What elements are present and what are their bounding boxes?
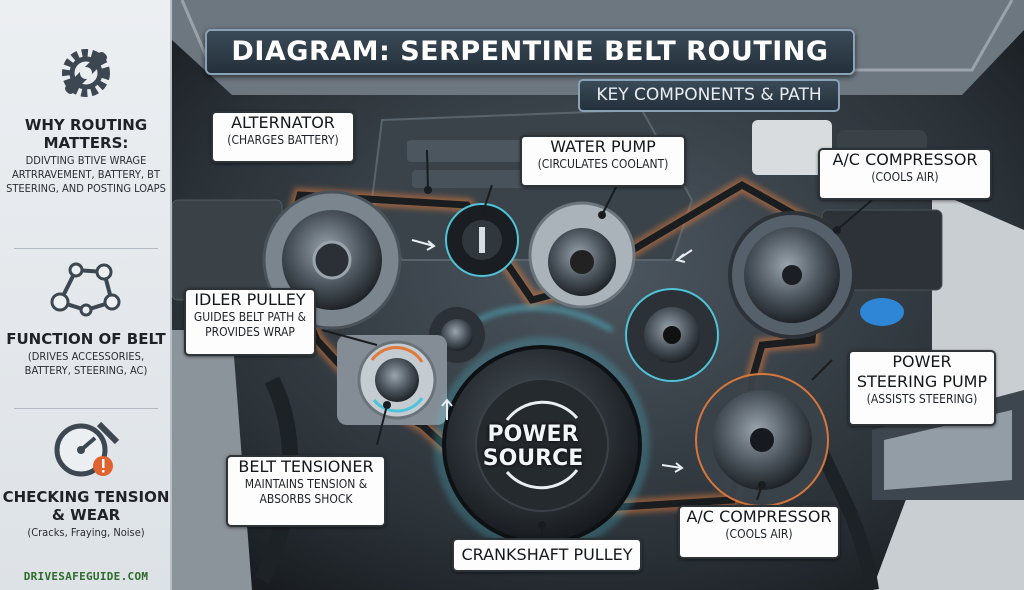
sidebar-divider (14, 408, 158, 409)
sidebar-title-checking: CHECKING TENSION & WEAR (2, 488, 170, 524)
sidebar-body-routing: DDIVTING BTIVE WRAGE ARTRRAVEMENT, BATTE… (6, 154, 166, 195)
callout-title: CRANKSHAFT PULLEY (461, 545, 633, 564)
callout-description: (ASSISTS STEERING) (866, 392, 978, 406)
callout-title: BELT TENSIONER (238, 457, 374, 476)
title-banner: DIAGRAM: SERPENTINE BELT ROUTING (205, 29, 855, 75)
belt-direction-arrows (411, 239, 693, 473)
callout-description: MAINTAINS TENSION & ABSORBS SHOCK (244, 477, 368, 506)
brand-logo-text: DRIVESAFEGUIDE.COM (23, 570, 149, 583)
sidebar-body-checking: (Cracks, Fraying, Noise) (27, 526, 145, 539)
alternator-pulley (262, 190, 402, 330)
callout-title: A/C COMPRESSOR (832, 150, 978, 169)
sidebar-section-routing: WHY ROUTING MATTERS: DDIVTING BTIVE WRAG… (0, 38, 172, 196)
sidebar-title-function: FUNCTION OF BELT (6, 330, 166, 348)
callout-description: (CHARGES BATTERY) (227, 133, 339, 147)
callout-ac-compressor-top: A/C COMPRESSOR (COOLS AIR) (818, 148, 992, 200)
callout-description: GUIDES BELT PATH & PROVIDES WRAP (193, 310, 307, 339)
callout-ac-compressor-bottom: A/C COMPRESSOR (COOLS AIR) (678, 505, 840, 559)
diagram-title: DIAGRAM: SERPENTINE BELT ROUTING (231, 36, 829, 67)
callout-description: (CIRCULATES COOLANT) (537, 157, 669, 171)
callout-power-steering-pump: POWER STEERING PUMP (ASSISTS STEERING) (848, 350, 996, 426)
callout-title: POWER STEERING PUMP (856, 352, 988, 391)
sidebar-body-function: (DRIVES ACCESSORIES, BATTERY, STEERING, … (24, 350, 148, 377)
gauge-warning-icon (0, 416, 172, 486)
callout-description: (COOLS AIR) (871, 170, 939, 184)
crankshaft-pulley (434, 337, 650, 553)
diagram-subtitle: KEY COMPONENTS & PATH (596, 85, 822, 105)
callout-alternator: ALTERNATOR (CHARGES BATTERY) (211, 111, 355, 163)
idler-pulley-center (625, 288, 719, 382)
callout-description: (COOLS AIR) (725, 527, 793, 541)
callout-leader-lines (321, 149, 873, 540)
subtitle-banner: KEY COMPONENTS & PATH (578, 79, 840, 112)
sidebar-divider (14, 248, 158, 249)
idler-pulley-top (445, 203, 519, 277)
sidebar: WHY ROUTING MATTERS: DDIVTING BTIVE WRAG… (0, 0, 172, 590)
ac-compressor-top-pulley (728, 211, 856, 339)
water-pump-pulley (528, 201, 636, 309)
power-source-label: POWER SOURCE (482, 422, 584, 471)
sidebar-title-routing: WHY ROUTING MATTERS: (24, 116, 148, 152)
callout-idler-pulley: IDLER PULLEY GUIDES BELT PATH & PROVIDES… (184, 288, 316, 356)
ac-compressor-bottom-pulley (695, 373, 829, 507)
belt-routing-icon (0, 258, 172, 324)
callout-title: IDLER PULLEY (194, 290, 306, 309)
callout-water-pump: WATER PUMP (CIRCULATES COOLANT) (520, 135, 686, 187)
callout-title: WATER PUMP (550, 137, 656, 156)
callout-belt-tensioner: BELT TENSIONER MAINTAINS TENSION & ABSOR… (226, 455, 386, 527)
callout-title: ALTERNATOR (231, 113, 335, 132)
belt-tensioner-pulley (337, 335, 447, 425)
callout-title: A/C COMPRESSOR (686, 507, 832, 526)
sidebar-section-function: FUNCTION OF BELT (DRIVES ACCESSORIES, BA… (0, 258, 172, 378)
callout-crankshaft-pulley: CRANKSHAFT PULLEY (452, 538, 642, 572)
gear-wrench-icon (0, 38, 172, 112)
sidebar-section-checking: CHECKING TENSION & WEAR (Cracks, Fraying… (0, 416, 172, 540)
